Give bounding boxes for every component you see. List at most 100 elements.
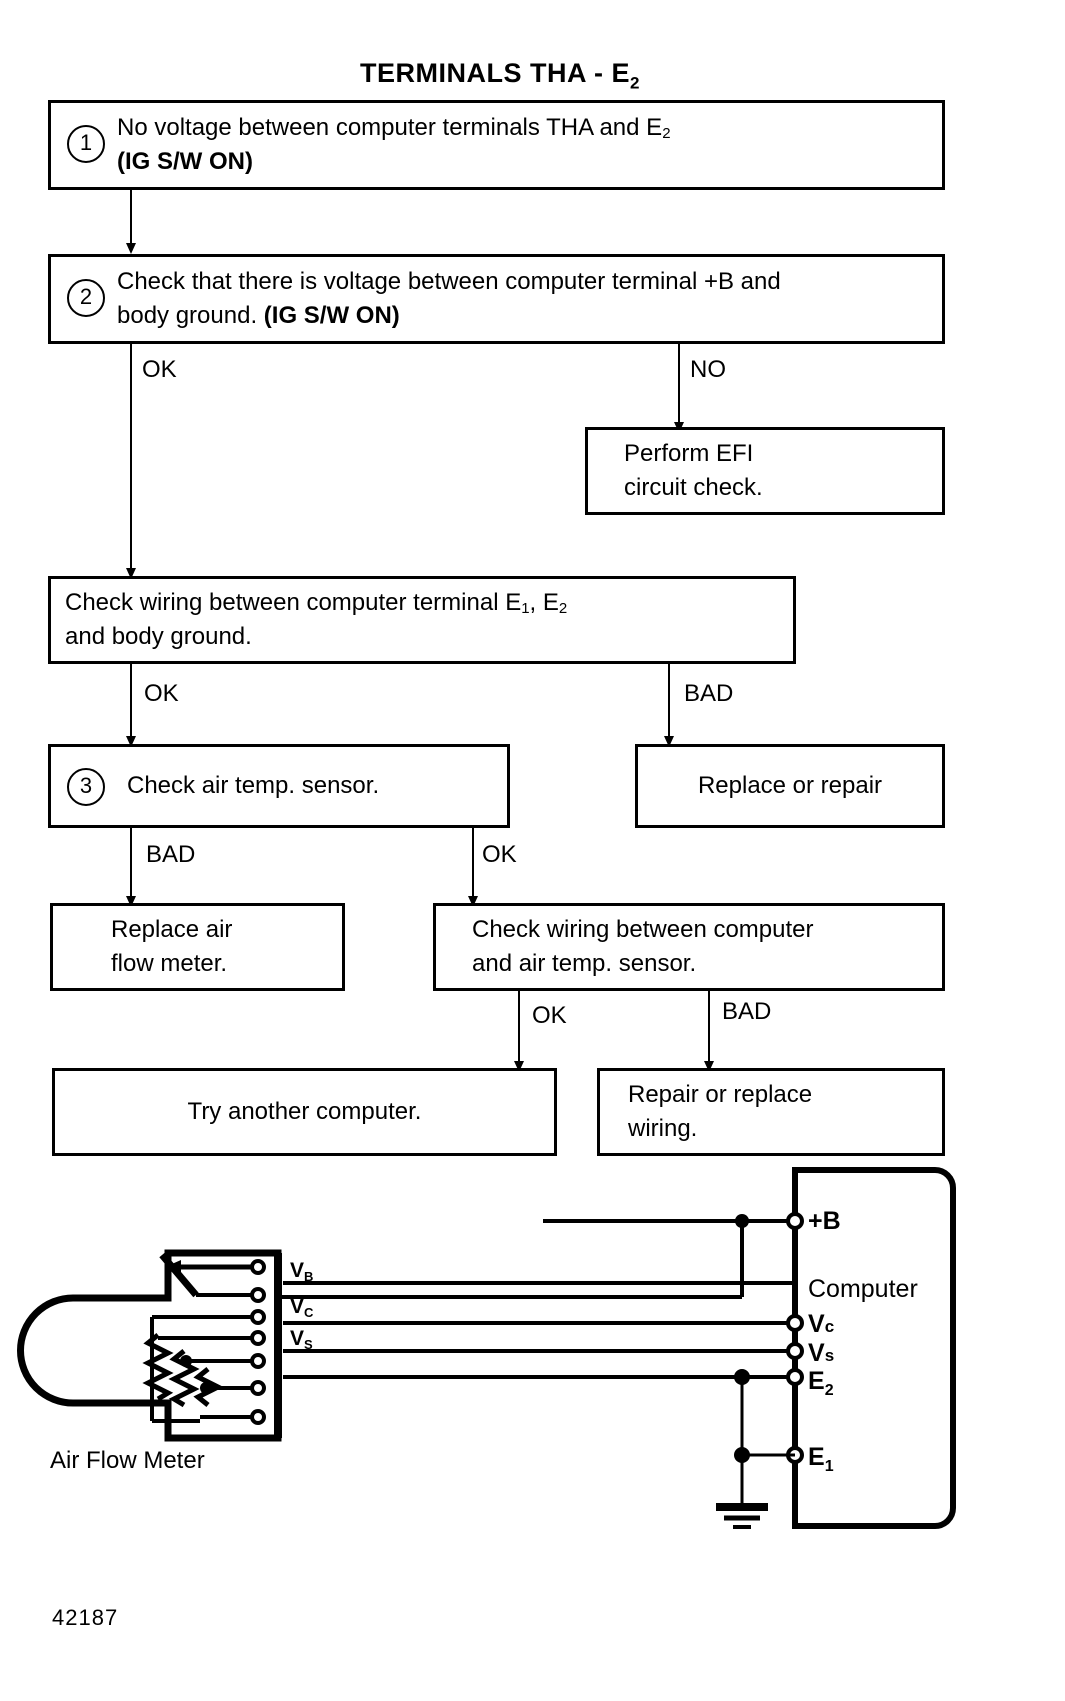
step1-line2: (IG S/W ON) <box>117 148 253 175</box>
computer-block <box>792 1167 956 1529</box>
flow-box-try-another-computer: Try another computer. <box>52 1068 557 1156</box>
terminal-label-e2: E2 <box>808 1367 834 1399</box>
flow-box-step-2-text: Check that there is voltage between comp… <box>51 265 942 333</box>
step2-line2a: body ground. <box>117 302 264 329</box>
check-wiring-ground-line1a: Check wiring between computer terminal E <box>65 588 522 616</box>
terminal-vc <box>786 1314 804 1332</box>
connector-pin-6 <box>250 1380 266 1396</box>
page-title: TERMINALS THA - E2 <box>0 58 1000 93</box>
terminal-label-vs: Vs <box>808 1339 835 1367</box>
check-wiring-sensor-line1: Check wiring between computer <box>472 915 814 943</box>
connector-pin-7 <box>250 1409 266 1425</box>
terminal-label-plus-b: +B <box>808 1207 841 1235</box>
replace-afm-line1: Replace air <box>111 915 233 943</box>
flow-box-check-wiring-sensor: Check wiring between computer and air te… <box>433 903 945 991</box>
branch-label-no-step2: NO <box>690 356 726 383</box>
wiring-diagram: VB VC VS +B Computer Vc Vs E2 E1 Air Flo… <box>0 1155 1065 1575</box>
wiper-dot-2 <box>200 1382 212 1394</box>
replace-or-repair-text: Replace or repair <box>697 771 883 799</box>
step2-line1: Check that there is voltage between comp… <box>117 267 781 295</box>
connector-step2-ok <box>130 344 132 572</box>
step2-line2b: (IG S/W ON) <box>263 302 400 329</box>
replace-afm-line2: flow meter. <box>111 950 228 977</box>
connector-step1-to-step2 <box>130 190 132 245</box>
connector-pin-3 <box>250 1309 266 1325</box>
page-title-subscript: 2 <box>630 73 640 93</box>
connector-step2-no <box>678 344 680 426</box>
resistor-element-1 <box>142 1333 174 1402</box>
branch-label-bad-sensor: BAD <box>722 998 772 1025</box>
connector-ground-bad <box>668 664 670 740</box>
flow-box-step-2: 2 Check that there is voltage between co… <box>48 254 945 344</box>
connector-sensor-ok <box>518 991 520 1065</box>
perform-efi-line2: circuit check. <box>624 474 763 501</box>
arrowhead-step2-ok <box>126 568 136 579</box>
branch-label-ok-sensor: OK <box>532 1002 567 1029</box>
connector-step3-bad <box>130 828 132 900</box>
flow-box-step-3: 3 Check air temp. sensor. <box>48 744 510 828</box>
arrowhead-ground-bad <box>664 736 674 747</box>
check-wiring-ground-sub1: 1 <box>521 599 530 617</box>
check-wiring-ground-line2: and body ground. <box>65 623 252 650</box>
arrowhead-step3-bad <box>126 896 136 907</box>
terminal-plus-b <box>786 1212 804 1230</box>
try-another-computer-text: Try another computer. <box>187 1097 422 1125</box>
resistor-element-2 <box>168 1349 200 1408</box>
step1-line1-subscript: 2 <box>662 124 671 142</box>
perform-efi-text: Perform EFI circuit check. <box>588 437 942 505</box>
arrowhead-step3-ok <box>468 896 478 907</box>
flow-box-replace-or-repair: Replace or repair <box>635 744 945 828</box>
arrowhead-sensor-bad <box>704 1061 714 1072</box>
step-number-1: 1 <box>67 125 105 163</box>
connector-pin-4 <box>250 1330 266 1346</box>
branch-label-bad-step3: BAD <box>146 841 196 868</box>
arrowhead-ground-ok <box>126 736 136 747</box>
check-wiring-sensor-line2: and air temp. sensor. <box>472 950 697 977</box>
branch-label-ok-step2: OK <box>142 356 177 383</box>
wiring-diagram-svg: VB VC VS <box>17 1167 956 1529</box>
meter-wire-labels: VB VC VS <box>290 1259 314 1352</box>
page-title-text: TERMINALS THA - E <box>360 58 630 88</box>
wiper-dot-1 <box>180 1355 192 1367</box>
arrowhead-sensor-ok <box>514 1061 524 1072</box>
step1-line1: No voltage between computer terminals TH… <box>117 113 663 141</box>
arrowhead-step1-to-step2 <box>126 243 136 254</box>
connector-ground-ok <box>130 664 132 740</box>
terminal-label-vc: Vc <box>808 1310 835 1338</box>
connector-sensor-bad <box>708 991 710 1065</box>
air-flow-meter-label: Air Flow Meter <box>50 1447 205 1474</box>
repair-wiring-line1: Repair or replace <box>628 1080 813 1108</box>
repair-wiring-line2: wiring. <box>628 1115 698 1142</box>
check-wiring-ground-sub2: 2 <box>558 599 568 617</box>
flow-box-check-wiring-ground: Check wiring between computer terminal E… <box>48 576 796 664</box>
connector-pin-2 <box>250 1287 266 1303</box>
terminal-label-e1: E1 <box>808 1443 834 1475</box>
step3-text: Check air temp. sensor. <box>127 771 380 799</box>
flow-box-perform-efi: Perform EFI circuit check. <box>585 427 945 515</box>
branch-label-ok-step3: OK <box>482 841 517 868</box>
flow-box-repair-or-replace-wiring: Repair or replace wiring. <box>597 1068 945 1156</box>
connector-pin-5 <box>250 1353 266 1369</box>
perform-efi-line1: Perform EFI <box>624 439 754 467</box>
step-number-2: 2 <box>67 279 105 317</box>
branch-label-bad-ground: BAD <box>684 680 734 707</box>
check-wiring-ground-text: Check wiring between computer terminal E… <box>51 586 793 654</box>
step-number-3: 3 <box>67 768 105 806</box>
branch-label-ok-ground: OK <box>144 680 179 707</box>
flow-box-step-1-text: No voltage between computer terminals TH… <box>51 111 942 179</box>
computer-label: Computer <box>808 1275 918 1303</box>
wire-label-vb: VB <box>290 1259 313 1284</box>
flow-box-step-1: 1 No voltage between computer terminals … <box>48 100 945 190</box>
wire-label-vs: VS <box>290 1327 313 1352</box>
check-wiring-sensor-text: Check wiring between computer and air te… <box>436 913 942 981</box>
flow-box-replace-air-flow-meter: Replace air flow meter. <box>50 903 345 991</box>
connector-step3-ok <box>472 828 474 900</box>
connector-pin-1 <box>250 1259 266 1275</box>
repair-wiring-text: Repair or replace wiring. <box>600 1078 942 1146</box>
terminal-vs <box>786 1342 804 1360</box>
terminal-e2 <box>786 1368 804 1386</box>
check-wiring-ground-line1b: , E <box>529 588 559 616</box>
switch-blade <box>159 1252 199 1298</box>
page-number: 42187 <box>52 1605 119 1630</box>
replace-afm-text: Replace air flow meter. <box>53 913 342 981</box>
